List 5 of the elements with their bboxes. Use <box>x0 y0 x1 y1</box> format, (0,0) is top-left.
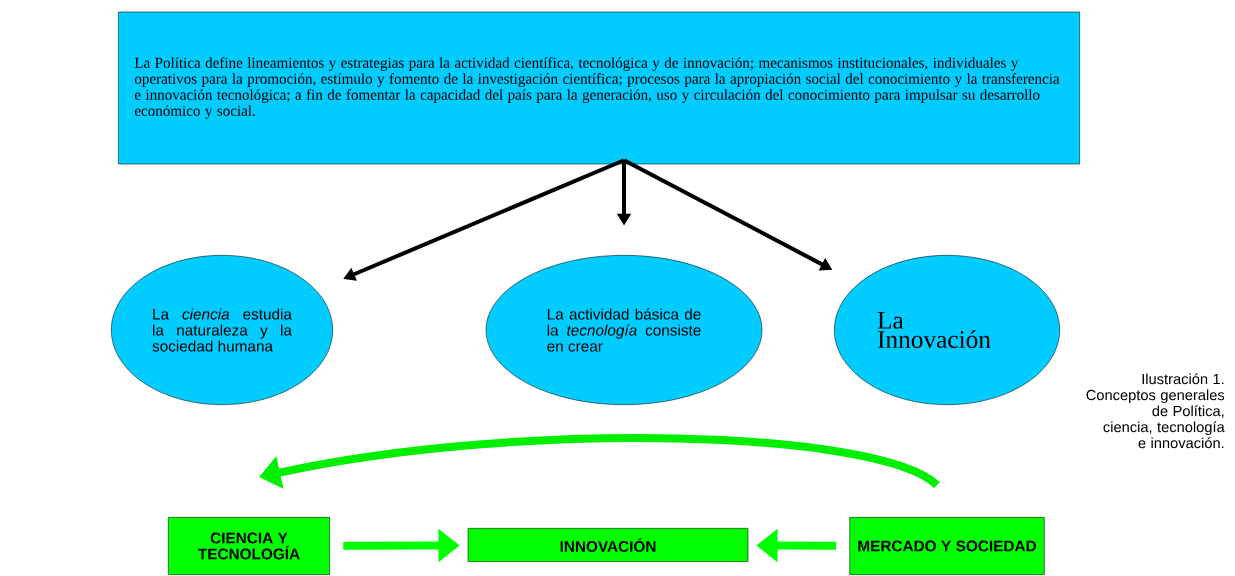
concept-box: MERCADO Y SOCIEDAD <box>849 517 1045 575</box>
caption: Ilustración 1. Conceptos generales de Política, ciencia, tecnología e innovación. <box>1086 373 1225 449</box>
concept-box: CIENCIA Y TECNOLOGÍA <box>168 517 330 575</box>
concept-box: INNOVACIÓN <box>467 528 749 562</box>
info-box: La Política define lineamientos y estrategias para la actividad científica, tecnológica y de innovación; mecanismos institucionales, individuales y operativos para la promoción, estímulo y fomento de la investigación científica; procesos para la apropiación social del conocimiento y la transferencia e innovación tecnológica; a fin de fomentar la capacidad del país para la generación, uso y circulación del conocimiento para impulsar su desarrollo económico y social. <box>118 11 1080 165</box>
